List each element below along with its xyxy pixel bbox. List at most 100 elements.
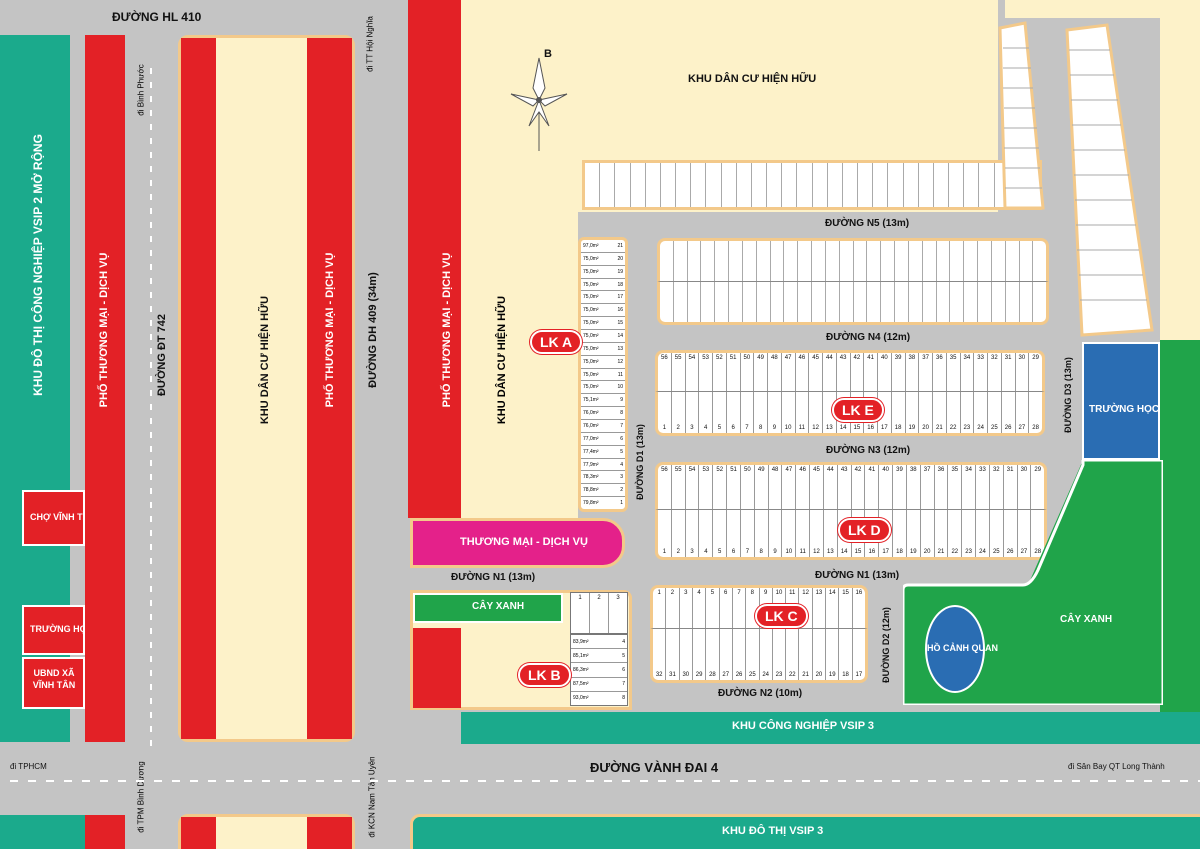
lot-cell[interactable]: 18	[892, 392, 906, 433]
lot-cell[interactable]: 38	[906, 353, 920, 391]
lot-cell[interactable]: 54	[686, 465, 700, 509]
lot-cell[interactable]: 18	[839, 629, 853, 680]
lot-cell[interactable]: 2	[590, 593, 609, 633]
lot-cell[interactable]: 22	[786, 629, 800, 680]
lot-cell[interactable]: 45	[810, 465, 824, 509]
lot-cell[interactable]: 47	[782, 465, 797, 509]
lot-cell[interactable]: 17	[878, 392, 892, 433]
lot-cell[interactable]: 2	[666, 588, 680, 628]
lot-cell[interactable]: 43	[838, 465, 852, 509]
lot-cell[interactable]: 51	[727, 353, 741, 391]
lot-cell[interactable]: 11	[796, 510, 811, 557]
lot-cell[interactable]: 12	[799, 588, 813, 628]
lot-cell[interactable]: 20	[921, 510, 935, 557]
lot-cell[interactable]: 50	[741, 465, 755, 509]
lot-cell[interactable]: 6	[720, 588, 733, 628]
lot-cell[interactable]: 5	[706, 588, 720, 628]
lot-cell[interactable]: 10	[782, 510, 797, 557]
lot-cell[interactable]: 31	[1002, 353, 1016, 391]
lot-cell[interactable]: 31	[1004, 465, 1018, 509]
lot-cell[interactable]: 23	[773, 629, 787, 680]
lot-cell[interactable]: 33	[976, 465, 990, 509]
lot-cell[interactable]: 24	[760, 629, 773, 680]
lot-cell[interactable]: 26	[733, 629, 747, 680]
lot-cell[interactable]: 7	[741, 510, 755, 557]
lot-cell[interactable]: 24	[976, 510, 990, 557]
lot-cell[interactable]: 3	[680, 588, 693, 628]
lkc-badge[interactable]: LK C	[755, 604, 808, 628]
lot-cell[interactable]: 24	[974, 392, 988, 433]
lot-cell[interactable]: 32	[988, 353, 1002, 391]
lot-cell[interactable]: 53	[699, 465, 714, 509]
lot-cell[interactable]: 5	[713, 510, 728, 557]
lot-cell[interactable]: 16	[855, 590, 863, 596]
lot-cell[interactable]: 40	[878, 353, 892, 391]
lot-cell[interactable]: 22	[947, 392, 961, 433]
lot-cell[interactable]: 26	[1002, 392, 1016, 433]
lot-cell[interactable]: 38	[907, 465, 921, 509]
lot-cell[interactable]: 2	[672, 392, 686, 433]
lot-cell[interactable]: 20	[919, 392, 933, 433]
lot-cell[interactable]: 52	[713, 465, 728, 509]
lot-cell[interactable]: 29	[693, 629, 707, 680]
lot-cell[interactable]: 12	[809, 392, 823, 433]
lot-cell[interactable]: 30	[680, 629, 693, 680]
lot-cell[interactable]: 12	[810, 510, 824, 557]
lot-cell[interactable]: 29	[1032, 355, 1039, 361]
lot-cell[interactable]: 19	[906, 392, 920, 433]
lot-cell[interactable]: 31	[666, 629, 680, 680]
lkb-badge[interactable]: LK B	[518, 663, 571, 687]
lot-cell[interactable]: 36	[935, 465, 949, 509]
lot-cell[interactable]: 14	[826, 588, 840, 628]
lot-cell[interactable]: 49	[754, 353, 768, 391]
lot-cell[interactable]: 19	[826, 629, 840, 680]
lot-cell[interactable]: 42	[852, 465, 866, 509]
lke-badge[interactable]: LK E	[832, 398, 884, 422]
lot-cell[interactable]: 36	[933, 353, 947, 391]
lot-cell[interactable]: 4	[699, 392, 713, 433]
lot-cell[interactable]: 6	[727, 392, 741, 433]
lot-cell[interactable]: 17	[879, 510, 894, 557]
lot-cell[interactable]: 51	[727, 465, 741, 509]
lot-cell[interactable]: 46	[796, 353, 810, 391]
lot-cell[interactable]: 47	[782, 353, 796, 391]
lot-cell[interactable]: 9	[768, 392, 782, 433]
lot-cell[interactable]: 3	[686, 392, 700, 433]
lot-cell[interactable]: 27	[1016, 392, 1030, 433]
lot-cell[interactable]: 23	[962, 510, 977, 557]
lot-cell[interactable]: 27	[720, 629, 733, 680]
lot-cell[interactable]: 41	[864, 353, 878, 391]
lot-cell[interactable]: 52	[713, 353, 727, 391]
lot-cell[interactable]: 7	[733, 588, 747, 628]
lot-cell[interactable]: 18	[893, 510, 907, 557]
lot-cell[interactable]: 25	[988, 392, 1002, 433]
lot-cell[interactable]: 28	[1032, 425, 1039, 431]
lot-cell[interactable]: 30	[1018, 465, 1032, 509]
lot-cell[interactable]: 4	[693, 588, 707, 628]
lot-cell[interactable]: 19	[907, 510, 921, 557]
lot-cell[interactable]: 15	[839, 588, 853, 628]
lot-cell[interactable]: 33	[974, 353, 988, 391]
lot-cell[interactable]: 27	[1018, 510, 1032, 557]
lot-cell[interactable]: 29	[1034, 467, 1042, 473]
lot-cell[interactable]: 56	[658, 353, 672, 391]
lot-cell[interactable]: 42	[851, 353, 865, 391]
lot-cell[interactable]: 37	[921, 465, 935, 509]
lot-cell[interactable]: 48	[769, 465, 783, 509]
